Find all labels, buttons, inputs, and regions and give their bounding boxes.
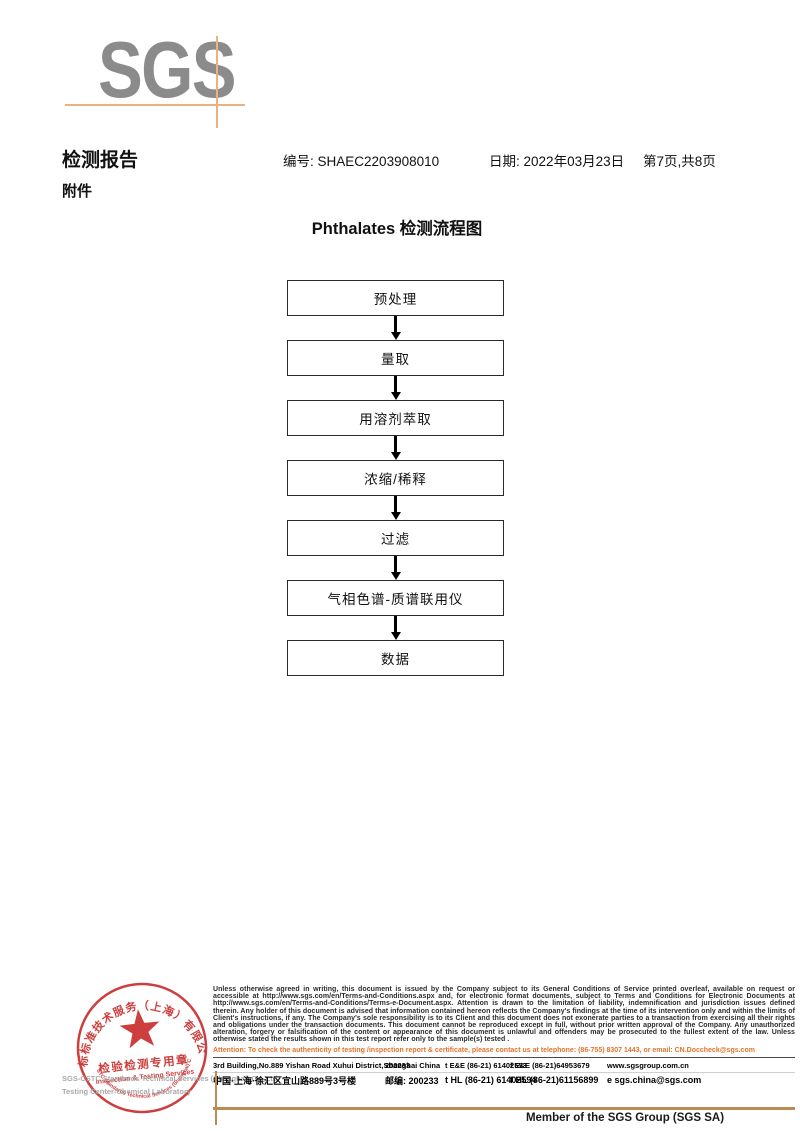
sgs-logo: SGS [98, 25, 237, 114]
footer-legal-block: Unless otherwise agreed in writing, this… [213, 986, 795, 1087]
report-date: 日期: 2022年03月23日 [489, 150, 624, 170]
flowchart-step-filter: 过滤 [287, 520, 504, 556]
report-title: 检测报告 [62, 150, 139, 171]
address-cn: 中国·上海·徐汇区宜山路889号3号楼 [213, 1075, 357, 1086]
postcode-en: 200233 [385, 1060, 411, 1070]
flowchart-step-solvent-extraction: 用溶剂萃取 [287, 400, 504, 436]
attachment-label: 附件 [62, 183, 93, 200]
address-row-cn: 中国·上海·徐汇区宜山路889号3号楼 邮编: 200233 t HL (86-… [213, 1073, 795, 1087]
fax-ee: f E&E (86-21)64953679 [510, 1060, 590, 1070]
seal-circle [76, 982, 208, 1114]
report-number-label: 编号: [283, 154, 314, 169]
report-date-value: 2022年03月23日 [523, 154, 625, 169]
down-arrow-icon [287, 376, 504, 400]
footer-orange-crosshair [215, 1071, 217, 1125]
legal-disclaimer: Unless otherwise agreed in writing, this… [213, 986, 795, 1044]
email: e sgs.china@sgs.com [607, 1075, 702, 1086]
flowchart-title: Phthalates 检测流程图 [311, 220, 483, 238]
lab-company-line1: SGS-CSTC Standards Technical Services (S… [62, 1074, 280, 1083]
flowchart-step-data: 数据 [287, 640, 504, 676]
phone-ee: t E&E (86-21) 61402553 [445, 1060, 527, 1070]
inspection-seal-stamp: 通标标准技术服务（上海）有限公司 SGS-CSTC Standards Tech… [65, 971, 210, 1114]
lab-company-name: SGS-CSTC Standards Technical Services (S… [62, 1072, 280, 1098]
flowchart-step-pretreatment: 预处理 [287, 280, 504, 316]
down-arrow-icon [287, 616, 504, 640]
down-arrow-icon [287, 316, 504, 340]
flowchart-step-gcms: 气相色谱-质谱联用仪 [287, 580, 504, 616]
lab-company-line2: Testing Center-Chemical Laboratory [62, 1087, 192, 1096]
attention-notice: Attention: To check the authenticity of … [213, 1046, 755, 1054]
flowchart: 预处理 量取 用溶剂萃取 浓缩/稀释 过滤 气相色谱-质谱联用仪 数据 [287, 280, 504, 676]
down-arrow-icon [287, 436, 504, 460]
logo-horizontal-line [65, 104, 245, 106]
sgs-member-text: Member of the SGS Group (SGS SA) [525, 1112, 725, 1124]
address-en: 3rd Building,No.889 Yishan Road Xuhui Di… [213, 1060, 441, 1070]
flowchart-step-concentrate-dilute: 浓缩/稀释 [287, 460, 504, 496]
seal-star-icon [119, 1009, 160, 1049]
flowchart-step-measure: 量取 [287, 340, 504, 376]
report-date-label: 日期: [489, 154, 520, 169]
phone-hl: t HL (86-21) 61402594 [445, 1075, 537, 1086]
website: www.sgsgroup.com.cn [607, 1060, 689, 1070]
postcode-cn: 邮编: 200233 [385, 1075, 439, 1086]
address-row-en: 3rd Building,No.889 Yishan Road Xuhui Di… [213, 1058, 795, 1074]
logo-vertical-line [216, 36, 218, 128]
report-number: 编号: SHAEC2203908010 [283, 150, 439, 170]
address-block: 3rd Building,No.889 Yishan Road Xuhui Di… [213, 1057, 795, 1087]
down-arrow-icon [287, 556, 504, 580]
page-indicator: 第7页,共8页 [643, 154, 716, 169]
down-arrow-icon [287, 496, 504, 520]
report-number-value: SHAEC2203908010 [317, 154, 440, 169]
footer-orange-line [213, 1107, 795, 1110]
fax-hl: f HL (86-21)61156899 [510, 1075, 599, 1086]
